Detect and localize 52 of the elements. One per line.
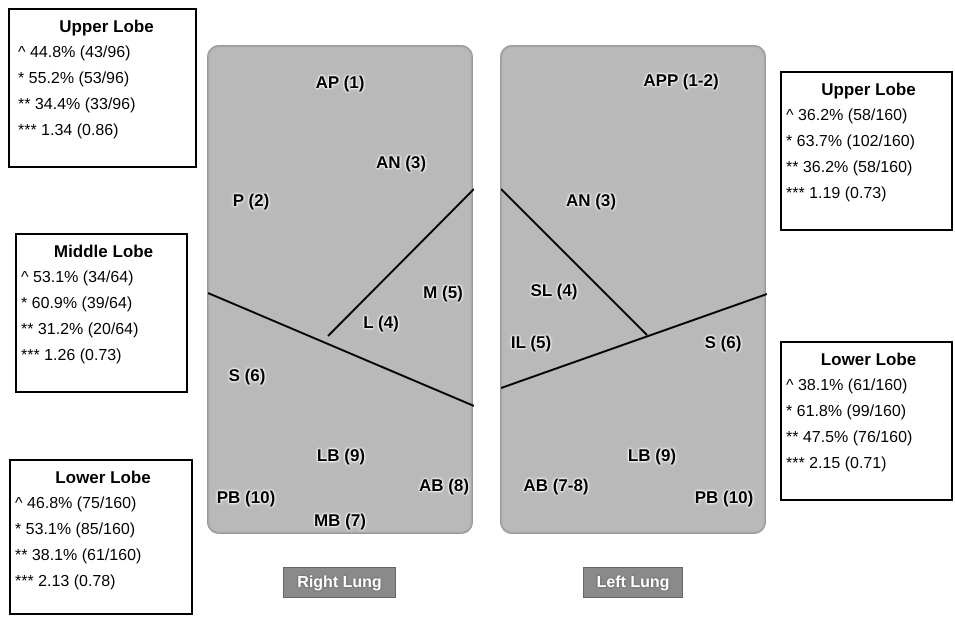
stat-line: ^ 36.2% (58/160) xyxy=(786,107,908,124)
stat-line: *** 2.13 (0.78) xyxy=(15,573,116,590)
lobe-heading: Lower Lobe xyxy=(820,350,916,369)
stat-line: *** 1.19 (0.73) xyxy=(786,185,887,202)
stat-line: * 53.1% (85/160) xyxy=(15,521,136,538)
segment-label: PB (10) xyxy=(216,488,276,508)
lobe-heading: Lower Lobe xyxy=(55,468,151,487)
stat-line: * 55.2% (53/96) xyxy=(18,70,130,87)
segment-label: AB (8) xyxy=(418,476,470,496)
stat-line: ** 47.5% (76/160) xyxy=(786,429,912,446)
segment-label: M (5) xyxy=(423,283,463,303)
lobe-heading: Upper Lobe xyxy=(821,80,916,99)
segment-label: AB (7-8) xyxy=(523,476,589,496)
segment-label: AN (3) xyxy=(376,153,426,173)
segment-label: IL (5) xyxy=(510,333,552,353)
stat-line: * 63.7% (102/160) xyxy=(786,133,915,150)
stats-box xyxy=(780,71,953,231)
stat-line: ** 36.2% (58/160) xyxy=(786,159,912,176)
segment-label: LB (9) xyxy=(628,446,676,466)
lung-panel xyxy=(207,45,473,534)
stats-box xyxy=(8,8,197,168)
segment-label: P (2) xyxy=(232,191,270,211)
stat-line: *** 1.34 (0.86) xyxy=(18,122,119,139)
lobe-heading: Middle Lobe xyxy=(54,242,154,261)
stat-line: * 60.9% (39/64) xyxy=(21,295,132,312)
stat-line: ** 34.4% (33/96) xyxy=(18,96,136,113)
stat-line: ^ 46.8% (75/160) xyxy=(15,495,136,512)
stat-line: *** 1.26 (0.73) xyxy=(21,347,122,364)
lung-caption: Left Lung xyxy=(583,567,683,598)
segment-label: APP (1-2) xyxy=(643,71,719,91)
segment-label: S (6) xyxy=(228,366,266,386)
segment-label: L (4) xyxy=(363,313,399,333)
segment-label: MB (7) xyxy=(314,511,366,531)
stat-line: *** 2.15 (0.71) xyxy=(786,455,887,472)
stats-box xyxy=(9,459,193,615)
segment-label: S (6) xyxy=(704,333,742,353)
stat-line: ** 38.1% (61/160) xyxy=(15,547,142,564)
segment-label: AP (1) xyxy=(316,73,364,93)
stat-line: ^ 44.8% (43/96) xyxy=(18,44,130,61)
segment-label: LB (9) xyxy=(316,446,366,466)
stat-line: ** 31.2% (20/64) xyxy=(21,321,138,338)
lobe-heading: Upper Lobe xyxy=(59,17,154,36)
segment-label: AN (3) xyxy=(566,191,616,211)
lung-panel xyxy=(500,45,766,534)
stat-line: ^ 38.1% (61/160) xyxy=(786,377,908,394)
stats-box xyxy=(15,233,188,393)
segment-label: PB (10) xyxy=(694,488,754,508)
lung-caption: Right Lung xyxy=(283,567,396,598)
segment-label: SL (4) xyxy=(530,281,578,301)
stat-line: ^ 53.1% (34/64) xyxy=(21,269,134,286)
stat-line: * 61.8% (99/160) xyxy=(786,403,906,420)
stats-box xyxy=(780,341,953,501)
